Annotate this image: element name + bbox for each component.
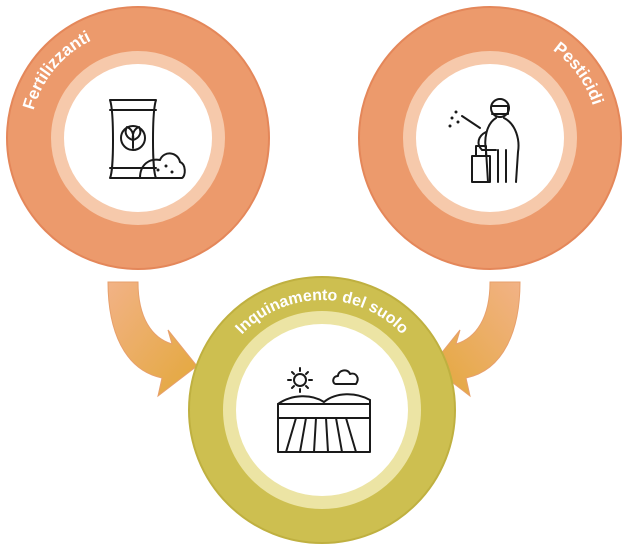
node-fertilizers: Fertilizzanti	[6, 6, 270, 270]
farmland-icon	[277, 367, 371, 453]
pesticides-center	[416, 64, 564, 212]
curved-arrow-icon	[107, 281, 198, 398]
fertilizer-bag-icon	[109, 99, 186, 179]
node-pesticides: Pesticidi	[358, 6, 622, 270]
pesticide-sprayer-icon	[448, 98, 520, 183]
arrow-fertilizers-to-soil	[107, 281, 198, 398]
soil-pollution-center	[236, 324, 408, 496]
node-soil-pollution: Inquinamento del suolo	[188, 276, 456, 544]
